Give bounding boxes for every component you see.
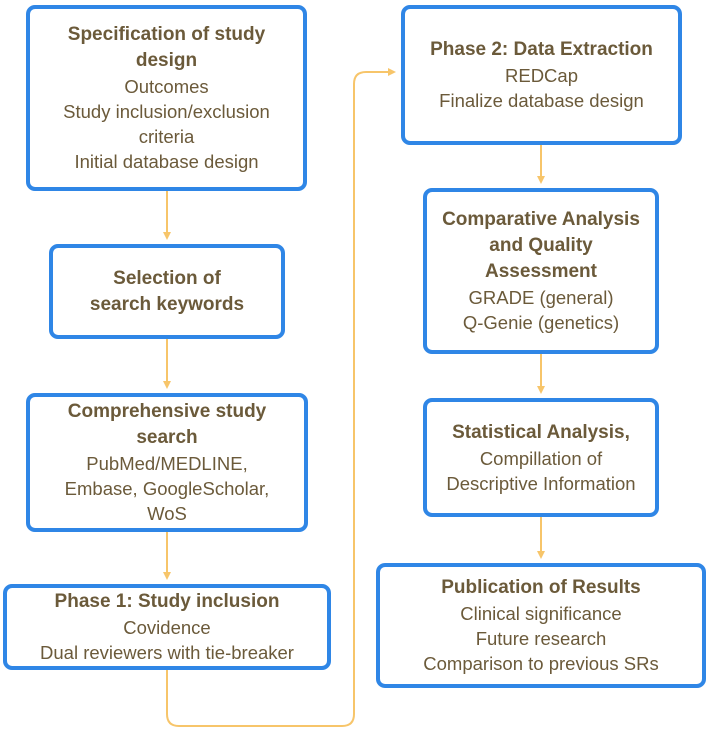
box-line: Clinical significance [460, 603, 622, 624]
box-line: Comparison to previous SRs [423, 653, 659, 674]
box-comparative-analysis: Comparative Analysis and Quality Assessm… [423, 188, 659, 354]
box-line: Future research [475, 628, 607, 649]
box-line: PubMed/MEDLINE, Embase, GoogleScholar, W… [64, 453, 270, 524]
box-title: Phase 1: Study inclusion [54, 591, 280, 612]
box-title: Comparative Analysis and Quality Assessm… [442, 209, 640, 282]
box-phase-1-study-inclusion: Phase 1: Study inclusion Covidence Dual … [3, 584, 331, 670]
box-statistical-analysis: Statistical Analysis, Compillation of De… [423, 398, 659, 517]
box-line: GRADE (general) [468, 287, 614, 308]
box-title: Selection of search keywords [89, 267, 245, 315]
box-line: Initial database design [74, 151, 259, 172]
box-title: Phase 2: Data Extraction [430, 39, 653, 60]
box-line: Study inclusion/exclusion criteria [63, 101, 270, 147]
box-specification-of-study-design: Specification of study design Outcomes S… [26, 5, 307, 191]
box-line: REDCap [505, 65, 578, 86]
box-phase-2-data-extraction: Phase 2: Data Extraction REDCap Finalize… [401, 5, 682, 145]
box-comprehensive-study-search: Comprehensive study search PubMed/MEDLIN… [26, 393, 308, 532]
box-line: Covidence [123, 617, 211, 638]
box-title: Specification of study design [67, 24, 266, 71]
box-title: Comprehensive study search [67, 401, 267, 448]
box-title: Publication of Results [441, 577, 641, 598]
box-line: Compillation of Descriptive Information [446, 447, 636, 494]
box-line: Outcomes [124, 76, 209, 97]
box-publication-of-results: Publication of Results Clinical signific… [376, 563, 706, 688]
box-line: Q-Genie (genetics) [462, 312, 620, 333]
box-title: Statistical Analysis, [452, 421, 630, 443]
box-line: Dual reviewers with tie-breaker [40, 642, 294, 663]
box-selection-of-search-keywords: Selection of search keywords [49, 244, 285, 339]
box-line: Finalize database design [439, 90, 644, 111]
arrow-phase1-to-phase2 [166, 68, 396, 727]
